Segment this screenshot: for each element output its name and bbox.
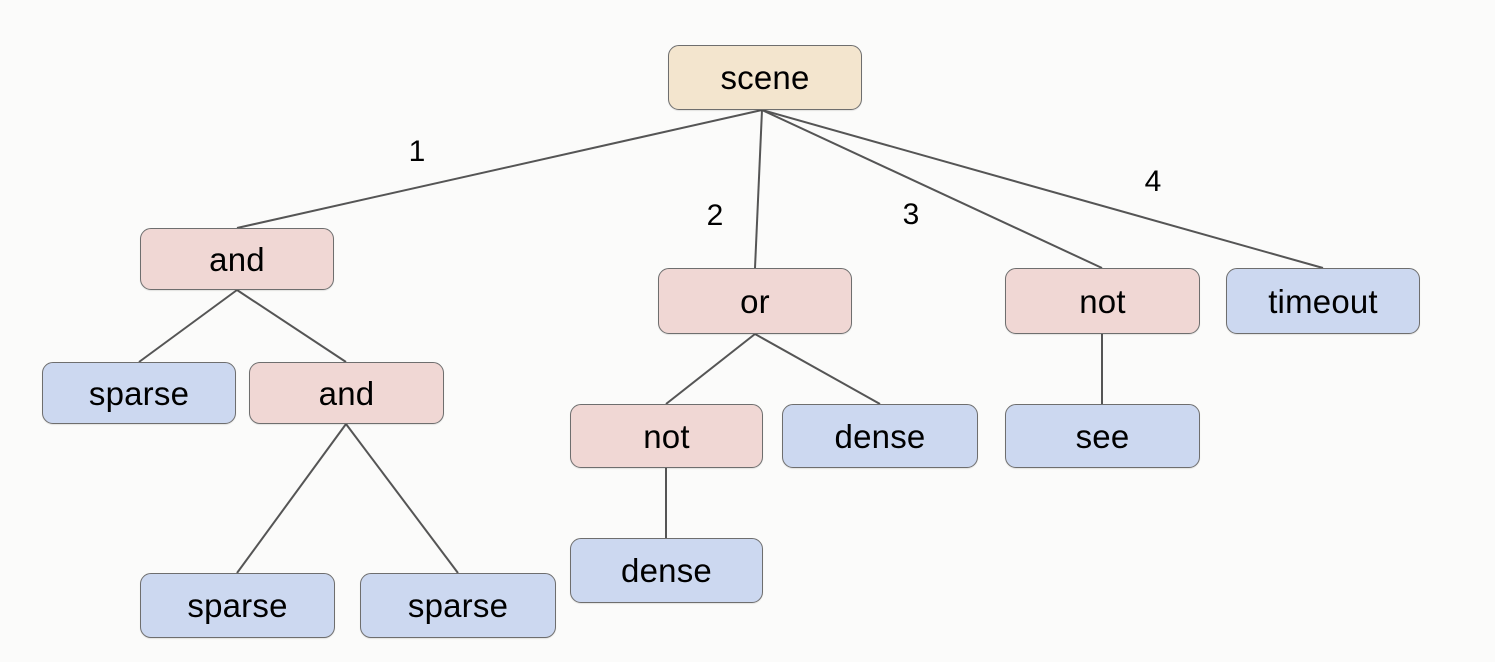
tree-node-not2[interactable]: not [570,404,763,468]
tree-edge [754,333,881,405]
tree-node-label: and [209,240,265,278]
tree-node-label: scene [720,59,810,96]
tree-edge [236,423,347,574]
tree-node-scene[interactable]: scene [668,45,862,110]
edge-label-3: 3 [902,198,920,231]
tree-node-dense1[interactable]: dense [782,404,978,468]
tree-node-dense2[interactable]: dense [570,538,763,603]
tree-node-and2[interactable]: and [249,362,444,424]
tree-node-label: not [643,417,690,455]
tree-node-sparse3[interactable]: sparse [360,573,556,638]
tree-node-label: sparse [88,374,190,412]
tree-node-label: or [740,282,770,320]
tree-edge [754,109,763,269]
tree-edge [761,109,1103,269]
tree-edge [665,333,756,405]
edge-label-2: 2 [706,199,724,232]
tree-node-sparse2[interactable]: sparse [140,573,335,638]
tree-node-label: and [318,374,375,412]
tree-edge [761,109,1324,269]
tree-node-label: sparse [407,587,509,624]
tree-edge [236,109,763,229]
tree-node-timeout1[interactable]: timeout [1226,268,1420,334]
tree-node-sparse1[interactable]: sparse [42,362,236,424]
tree-edge [138,289,238,363]
edge-label-4: 4 [1144,165,1162,198]
tree-edge [236,289,347,363]
tree-node-or1[interactable]: or [658,268,852,334]
tree-node-label: timeout [1268,282,1378,320]
tree-node-see1[interactable]: see [1005,404,1200,468]
tree-node-not1[interactable]: not [1005,268,1200,334]
tree-node-label: dense [621,552,712,589]
edge-label-1: 1 [408,135,426,168]
tree-node-label: not [1079,282,1126,320]
tree-edge [345,423,459,574]
tree-node-label: dense [834,417,926,455]
tree-node-label: see [1075,417,1130,455]
tree-node-and1[interactable]: and [140,228,334,290]
tree-node-label: sparse [187,587,288,624]
